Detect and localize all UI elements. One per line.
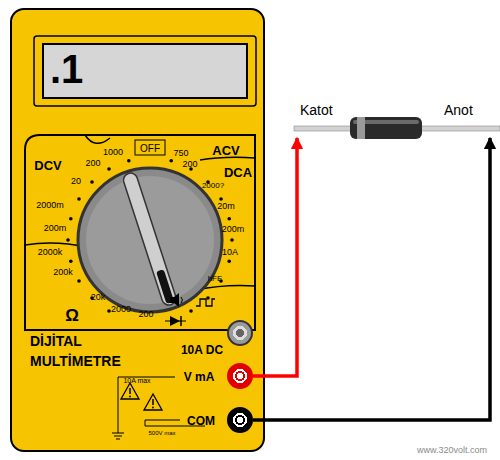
terminal-label: Anot [444,102,473,118]
rotary-dial [78,168,222,312]
range-label: DCV [34,158,61,173]
range-dot [127,159,131,163]
range-label: Ω [65,306,79,326]
display-reading: .1 [50,47,83,92]
ground-symbol [112,433,124,434]
range-label: 1000 [103,147,123,157]
jack-label: 10A DC [181,343,223,357]
cathode-band [357,117,365,139]
knob-pointer [156,269,174,304]
range-label: 500V max [148,430,175,436]
lcd-display: .1 [42,43,248,99]
range-dot [69,217,73,221]
exclamation-bar [152,399,154,405]
terminal-label: Katot [300,102,333,118]
diode-body [350,117,422,139]
range-dot [107,309,111,313]
range-label: OFF [140,143,160,154]
range-label: ACV [212,143,239,158]
range-label: 20 [71,176,81,186]
range-label: 20m [217,201,235,211]
exclamation-dot [129,396,131,398]
range-label: 10A [222,247,238,257]
range-dot [107,167,111,171]
range-dot [230,238,234,242]
range-label: 200 [85,158,100,168]
range-dot [206,296,210,300]
ground-symbol [116,439,120,440]
test-lead-wire [253,138,490,420]
range-label: 2000 [111,304,131,314]
range-label: 10A max [123,377,150,384]
range-dot [77,279,81,283]
range-label: 200m [222,224,245,234]
jack-label: V mA [184,370,215,384]
range-dot [189,309,193,313]
range-label: 200 [182,159,197,169]
range-label: 200m [44,223,67,233]
range-dot [90,180,94,184]
dial-knob [122,171,178,307]
knob-bar [122,171,178,307]
ground-symbol [114,436,122,437]
brand-label: DİJİTAL MULTİMETRE [30,331,140,371]
beeper-symbol [170,293,183,307]
range-dot [227,259,231,263]
range-dot [69,259,73,263]
range-label: 20k [91,292,106,302]
range-label: 2000? [202,181,224,190]
range-label: 2000m [36,200,64,210]
exclamation-bar [129,388,131,394]
range-label: 200 [138,309,153,319]
range-label: DCA [224,165,252,180]
exclamation-dot [152,407,154,409]
range-dot [77,197,81,201]
diode-illustration [294,117,500,139]
range-label: 200k [53,267,73,277]
range-label: hFE [208,274,223,283]
range-label: 750 [173,148,188,158]
input-jack: V mA [227,363,253,389]
range-dot [66,238,70,242]
range-dot [227,217,231,221]
jack-label: COM [187,414,215,428]
speaker-cone [174,293,179,307]
speaker-body [170,297,174,303]
diode-lead [165,321,186,322]
watermark: www.320volt.com [417,445,487,455]
input-jack: COM [227,407,253,433]
display-bezel [34,36,256,106]
input-jack: 10A DC [227,320,253,346]
range-dot [219,197,223,201]
sound-wave [181,297,183,303]
range-dot [169,159,173,163]
range-label: 2000k [38,247,63,257]
